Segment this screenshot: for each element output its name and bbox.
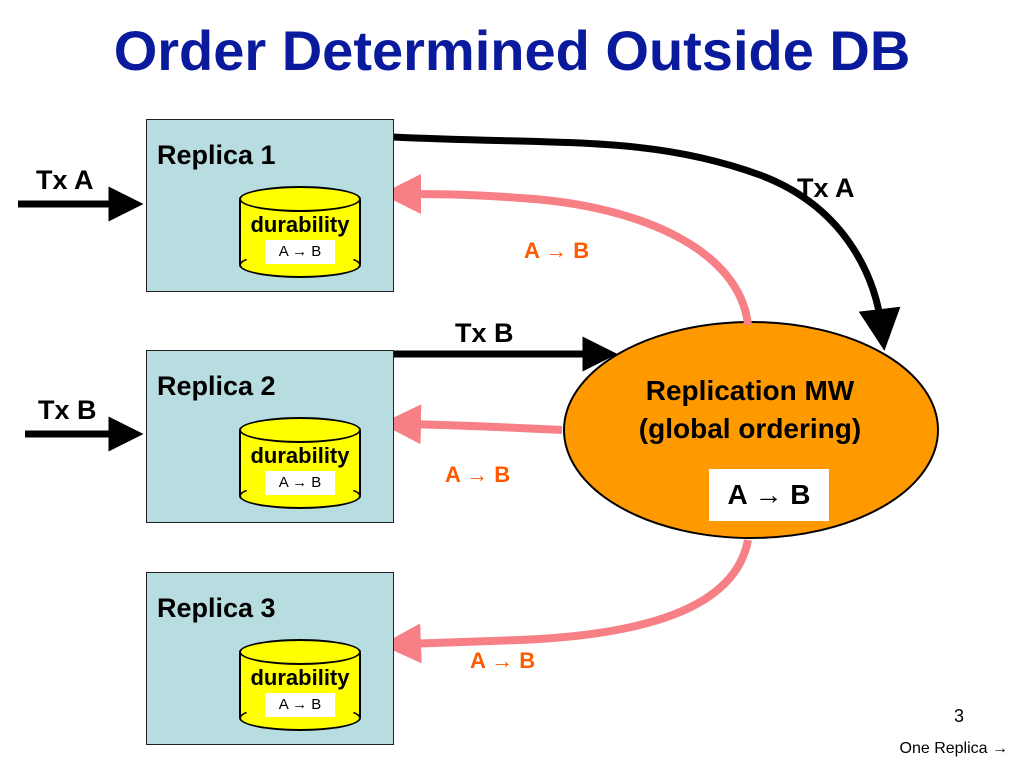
middleware-label: Replication MW (global ordering) — [570, 372, 930, 448]
durability-order: A → B — [265, 693, 335, 717]
middleware-title: Replication MW — [645, 375, 855, 406]
replica-2-box: Replica 2 durability A → B — [146, 350, 394, 523]
order-label-replica-2: A → B — [445, 462, 511, 487]
replica-3-title: Replica 3 — [157, 593, 276, 623]
middleware-subtitle: (global ordering) — [638, 413, 862, 444]
durability-order: A → B — [265, 240, 335, 264]
durability-label: durability — [250, 665, 350, 690]
cylinder-top — [239, 186, 361, 212]
arrow-order-to-replica-3 — [381, 539, 752, 664]
input-label-tx-b: Tx B — [38, 395, 97, 425]
flow-label-tx-a: Tx A — [797, 173, 855, 203]
replica-2-title: Replica 2 — [157, 371, 276, 401]
replica-1-title: Replica 1 — [157, 140, 276, 170]
middleware-order-box: A → B — [709, 469, 829, 521]
replica-3-durability-cylinder: durability A → B — [239, 639, 361, 733]
page-number: 3 — [953, 706, 964, 726]
durability-order: A → B — [265, 471, 335, 495]
next-slide-link[interactable]: One Replica → — [899, 740, 1009, 757]
input-label-tx-a: Tx A — [36, 165, 94, 195]
arrow-tx-a-to-mw — [391, 133, 901, 351]
arrow-order-to-replica-1 — [381, 174, 752, 326]
durability-label: durability — [250, 443, 350, 468]
arrow-order-to-replica-2 — [381, 404, 563, 445]
cylinder-base — [239, 252, 361, 278]
cylinder-top — [239, 639, 361, 665]
replica-1-durability-cylinder: durability A → B — [239, 186, 361, 280]
replica-3-box: Replica 3 durability A → B — [146, 572, 394, 745]
slide-title: Order Determined Outside DB — [113, 19, 911, 82]
order-label-replica-1: A → B — [524, 238, 590, 263]
flow-label-tx-b: Tx B — [455, 318, 514, 348]
order-label-replica-3: A → B — [470, 648, 536, 673]
cylinder-top — [239, 417, 361, 443]
durability-label: durability — [250, 212, 350, 237]
replica-2-durability-cylinder: durability A → B — [239, 417, 361, 511]
replica-1-box: Replica 1 durability A → B — [146, 119, 394, 292]
